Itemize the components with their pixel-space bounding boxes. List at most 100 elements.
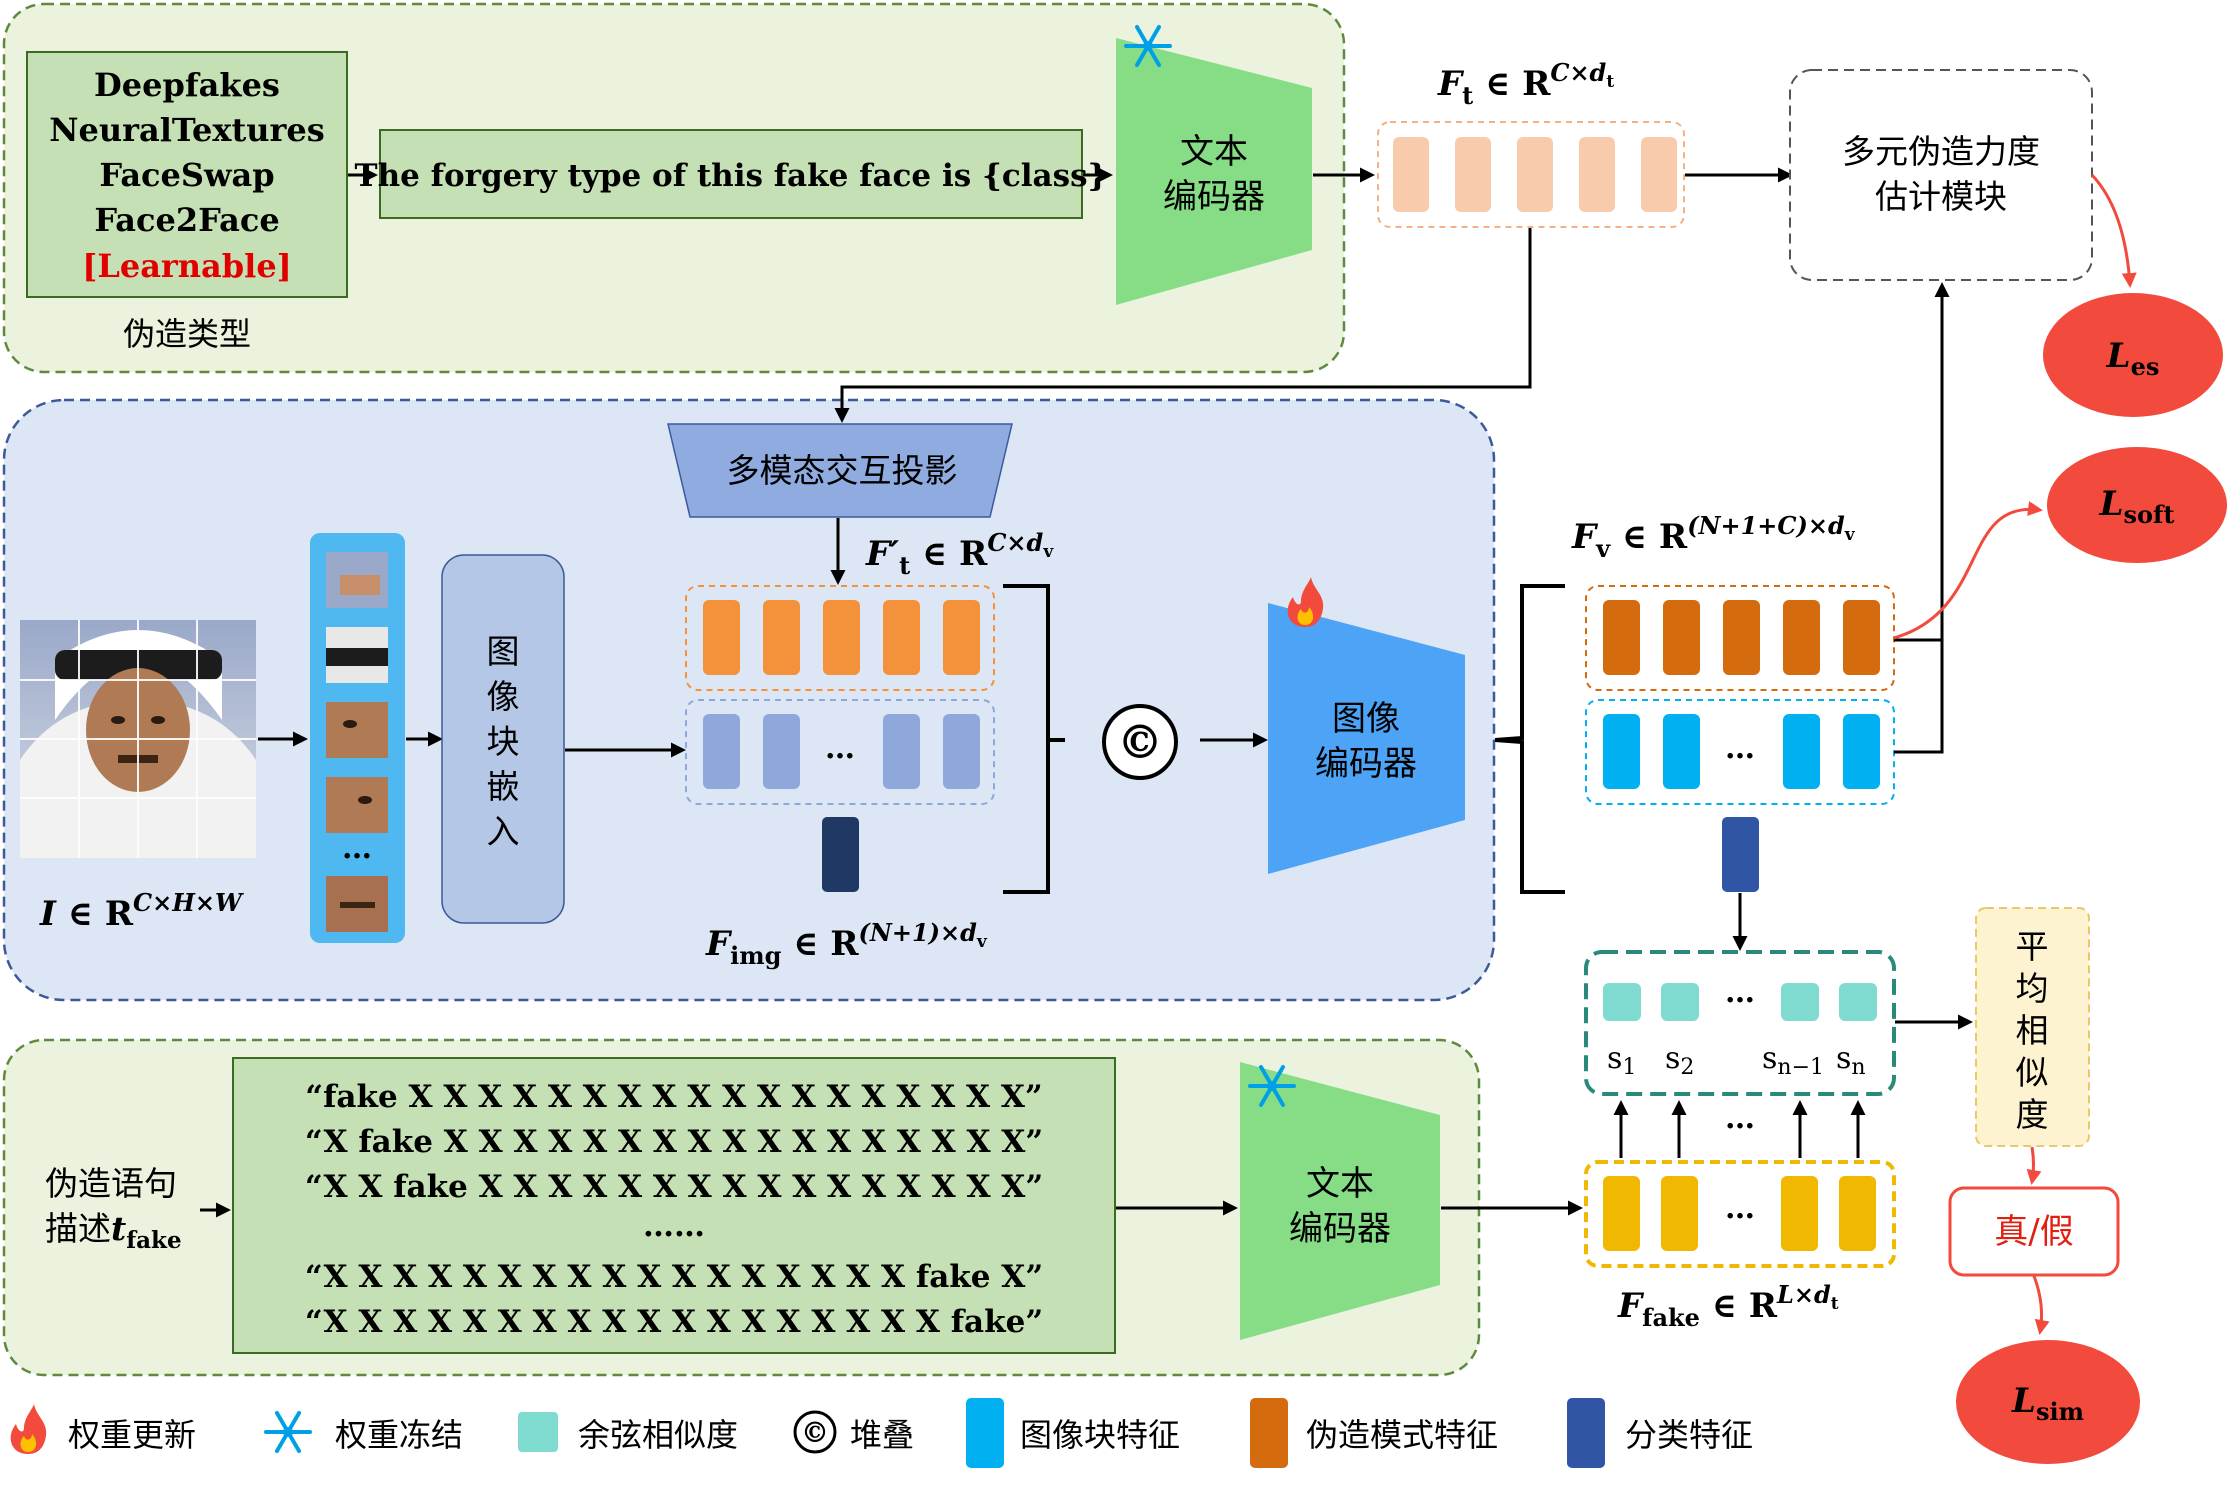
legend-pattern-swatch: [1250, 1398, 1288, 1468]
ft-token-3: [1517, 137, 1553, 212]
fimg-patch-token-1: [703, 714, 740, 789]
patch-embed-char-5: 入: [487, 812, 520, 851]
patch-embed-char-3: 块: [487, 722, 520, 761]
s2-label: s2: [1665, 1041, 1694, 1080]
text-encoder-bottom-label-2: 编码器: [1289, 1209, 1391, 1249]
fimg-pattern-tokens: [703, 600, 980, 675]
snowflake-icon: [1248, 1065, 1296, 1107]
fimg-brace: [1003, 584, 1065, 894]
fimg-patch-token-2: [763, 714, 800, 789]
estimator-label-1: 多元伪造力度: [1842, 132, 2040, 171]
fv-brace: [1494, 584, 1565, 894]
fv-pattern-token-5: [1843, 600, 1880, 675]
cosine-similarity-tokens: [1603, 983, 1877, 1021]
fv-ellipsis: …: [1725, 731, 1755, 766]
patch-embed-box: [441, 554, 565, 924]
sn-label: sn: [1836, 1041, 1866, 1080]
forgery-type-learnable: [Learnable]: [82, 247, 292, 285]
fv-pattern-tokens: [1603, 600, 1880, 675]
fv-patch-token-4: [1843, 714, 1880, 789]
multimodal-projection: [667, 423, 1013, 518]
prompt-template-text: The forgery type of this fake face is {c…: [355, 158, 1108, 194]
patch-embed-char-2: 像: [487, 677, 520, 716]
fv-patch-tokens: [1603, 714, 1880, 789]
forgery-type-face2face: Face2Face: [94, 201, 279, 239]
ffake-label: Ffake ∈ RL×dt: [1617, 1280, 1839, 1332]
fimg-pattern-token-5: [943, 600, 980, 675]
fire-icon: [10, 1404, 47, 1454]
s1-label: s1: [1607, 1041, 1636, 1080]
ft-token-1: [1393, 137, 1429, 212]
fake-sentence-3: “X X fake X X X X X X X X X X X X X X X …: [305, 1169, 1043, 1205]
concat-symbol-circle: [1102, 704, 1178, 780]
avg-char-3: 相: [2016, 1011, 2049, 1050]
legend-concat-symbol: ©: [801, 1416, 829, 1449]
fimg-patch-token-4: [943, 714, 980, 789]
prompt-template-box: [379, 129, 1083, 219]
fake-sentence-5: “X X X X X X X X X X X X X X X X X X fak…: [305, 1304, 1043, 1340]
fimg-pattern-token-4: [883, 600, 920, 675]
legend-cls-swatch: [1567, 1398, 1605, 1468]
loss-sim-label: Lsim: [2011, 1381, 2084, 1426]
sn-1-label: sn−1: [1762, 1041, 1824, 1080]
fimg-pattern-group: [685, 585, 995, 691]
image-encoder: [1268, 603, 1465, 874]
ffake-tokens: [1603, 1176, 1876, 1251]
fv-cls-token: [1722, 817, 1759, 892]
forgery-type-faceswap: FaceSwap: [99, 156, 274, 194]
fimg-cls-token: [822, 817, 859, 892]
ft-token-5: [1641, 137, 1677, 212]
fimg-pattern-token-2: [763, 600, 800, 675]
fv-patch-token-1: [1603, 714, 1640, 789]
loss-soft-ellipse: [2047, 447, 2227, 563]
ft-feature-group: [1377, 121, 1685, 228]
patch-ellipsis: …: [342, 831, 372, 866]
fv-patch-token-3: [1783, 714, 1820, 789]
fimg-pattern-token-3: [823, 600, 860, 675]
fire-icon: [1287, 577, 1324, 627]
ft-token-4: [1579, 137, 1615, 212]
fv-label: Fv ∈ R(N+1+C)×dv: [1571, 511, 1856, 563]
fimg-label: Fimg ∈ R(N+1)×dv: [705, 918, 988, 970]
legend-label-pattern: 伪造模式特征: [1306, 1416, 1498, 1454]
text-encoder-bottom-label-1: 文本: [1306, 1164, 1374, 1204]
ffake-group: [1584, 1160, 1896, 1268]
legend-label-cls: 分类特征: [1625, 1416, 1753, 1454]
ffake-token-1: [1603, 1176, 1640, 1251]
real-fake-label: 真/假: [1994, 1212, 2073, 1252]
text-encoder-top: [1116, 38, 1312, 305]
fake-sentence-1: “fake X X X X X X X X X X X X X X X X X …: [305, 1079, 1043, 1115]
patch-thumbnails: [326, 552, 388, 932]
snowflake-icon: [264, 1411, 312, 1453]
avg-char-5: 度: [2016, 1095, 2049, 1134]
ffake-token-4: [1839, 1176, 1876, 1251]
ffake-ellipsis: …: [1725, 1191, 1755, 1226]
avg-char-4: 似: [2016, 1053, 2049, 1092]
fake-sentence-ellipsis: ……: [643, 1208, 705, 1244]
forgery-type-deepfakes: Deepfakes: [94, 66, 280, 104]
image-label: I ∈ RC×H×W: [39, 888, 244, 934]
fv-pattern-token-3: [1723, 600, 1760, 675]
legend-patch-swatch: [966, 1398, 1004, 1468]
fimg-pattern-token-1: [703, 600, 740, 675]
fake-sentences-box: [232, 1057, 1116, 1354]
similarity-token-1: [1603, 983, 1641, 1021]
fimg-patch-group: [685, 699, 995, 805]
arrows-ellipsis: …: [1725, 1101, 1755, 1136]
forgery-types-box: [26, 51, 348, 298]
snowflake-icon: [1124, 25, 1172, 67]
fake-sentence-2: “X fake X X X X X X X X X X X X X X X X …: [305, 1124, 1043, 1160]
similarity-ellipsis: …: [1725, 975, 1755, 1010]
projection-label: 多模态交互投影: [727, 451, 958, 490]
text-encoder-bottom: [1240, 1062, 1440, 1340]
legend-cosine-swatch: [518, 1412, 558, 1452]
loss-sim-ellipse: [1956, 1340, 2140, 1464]
image-encoder-label-1: 图像: [1332, 699, 1400, 739]
loss-es-ellipse: [2043, 293, 2223, 417]
fv-pattern-token-2: [1663, 600, 1700, 675]
legend: 权重更新 权重冻结 余弦相似度 © 堆叠 图像块特征 伪造模式特征 分类特征: [10, 1398, 1753, 1468]
avg-char-2: 均: [2016, 969, 2049, 1008]
fimg-patch-token-3: [883, 714, 920, 789]
legend-label-weight-frozen: 权重冻结: [335, 1416, 463, 1454]
